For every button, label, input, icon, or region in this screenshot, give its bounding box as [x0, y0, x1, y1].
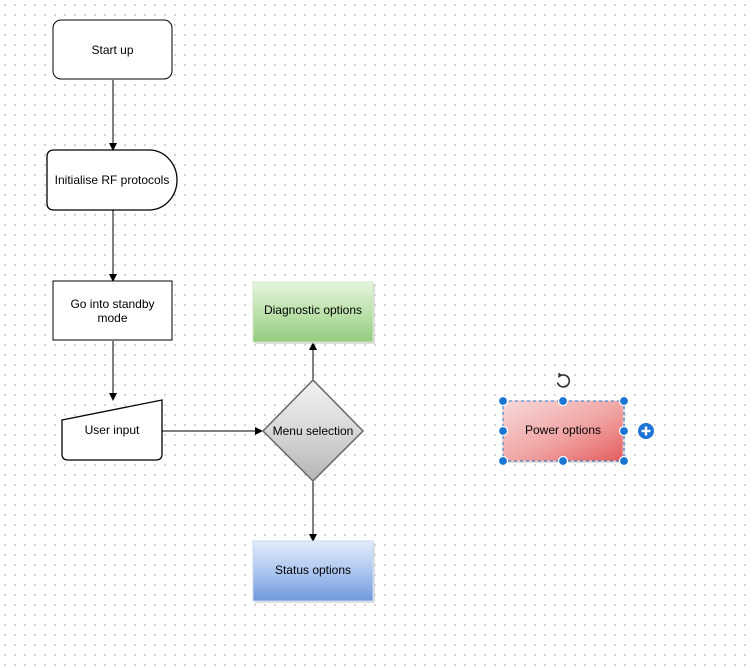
node-diagnostic-label: Diagnostic options: [263, 303, 363, 317]
resize-handle-n: [557, 395, 569, 407]
resize-handle-ne: [618, 395, 630, 407]
node-status-label: Status options: [274, 563, 352, 577]
node-power-shape[interactable]: [502, 400, 624, 462]
resize-handle-sw: [497, 455, 509, 467]
node-standby-shape[interactable]: [52, 280, 173, 341]
plus-circle-icon[interactable]: [636, 421, 656, 441]
node-menu-selection-shape[interactable]: [261, 378, 365, 483]
node-init-rf-shape[interactable]: [46, 149, 178, 211]
node-standby-label: Go into standby mode: [70, 296, 155, 325]
node-user-input-label: User input: [84, 423, 140, 437]
resize-handle-e: [618, 425, 630, 437]
node-start-up-label: Start up: [91, 42, 134, 57]
resize-handle-w: [497, 425, 509, 437]
resize-handle-se: [618, 455, 630, 467]
node-power-label: Power options: [524, 423, 602, 437]
node-init-rf-label: Initialise RF protocols: [54, 173, 170, 187]
node-menu-selection-label: Menu selection: [272, 424, 354, 438]
node-user-input-shape[interactable]: [61, 399, 163, 461]
node-status-shape[interactable]: [252, 540, 374, 602]
resize-handle-s: [557, 455, 569, 467]
rotate-icon[interactable]: [556, 372, 571, 388]
selection-handles[interactable]: [497, 395, 630, 467]
node-diagnostic-shape[interactable]: [252, 281, 374, 343]
resize-handle-nw: [497, 395, 509, 407]
node-start-up-shape[interactable]: [52, 19, 173, 80]
